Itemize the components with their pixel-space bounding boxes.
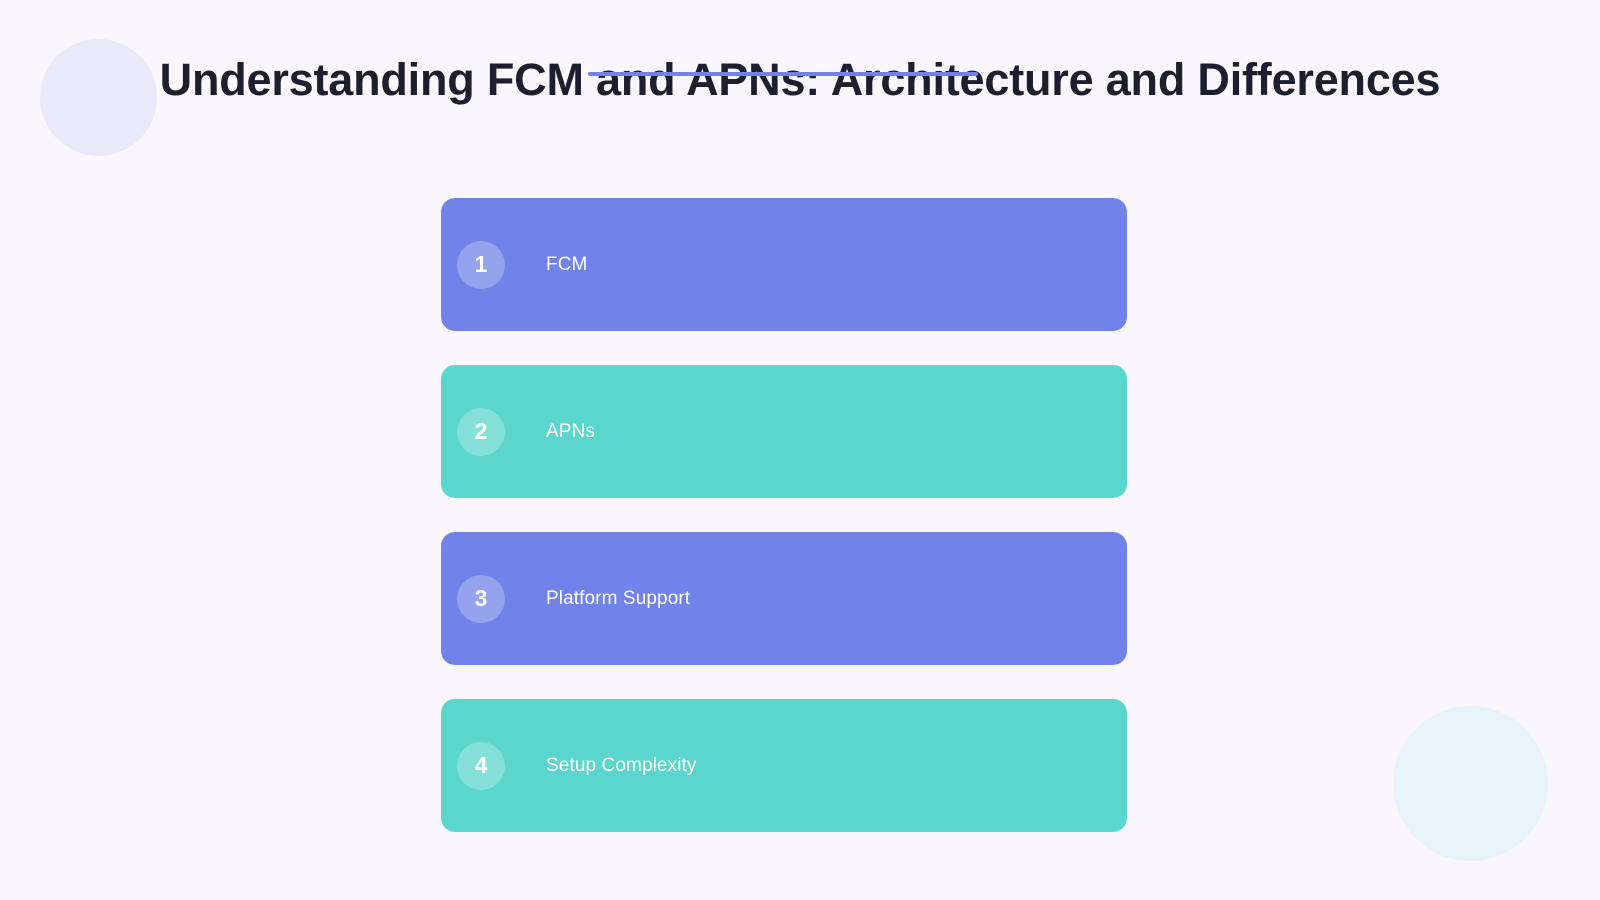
bottom-right-circle-decoration <box>1393 706 1548 861</box>
page-title: Understanding FCM and APNs: Architecture… <box>159 54 1441 105</box>
numbered-card-list: 1 FCM 2 APNs 3 Platform Support 4 Setup … <box>441 198 1127 832</box>
step-number-badge-1: 1 <box>457 240 505 289</box>
list-item-4[interactable]: 4 Setup Complexity <box>441 699 1127 832</box>
list-item-label-3: Platform Support <box>546 587 691 609</box>
step-number-badge-3: 3 <box>457 574 505 623</box>
list-item-3[interactable]: 3 Platform Support <box>441 532 1127 665</box>
title-block: Understanding FCM and APNs: Architecture… <box>0 54 1600 106</box>
list-item-label-4: Setup Complexity <box>546 754 697 776</box>
list-item-1[interactable]: 1 FCM <box>441 198 1127 331</box>
list-item-2[interactable]: 2 APNs <box>441 365 1127 498</box>
title-underline-accent <box>588 72 978 76</box>
step-number-badge-2: 2 <box>457 407 505 456</box>
list-item-label-2: APNs <box>546 420 595 442</box>
list-item-label-1: FCM <box>546 253 588 275</box>
step-number-badge-4: 4 <box>457 741 505 790</box>
